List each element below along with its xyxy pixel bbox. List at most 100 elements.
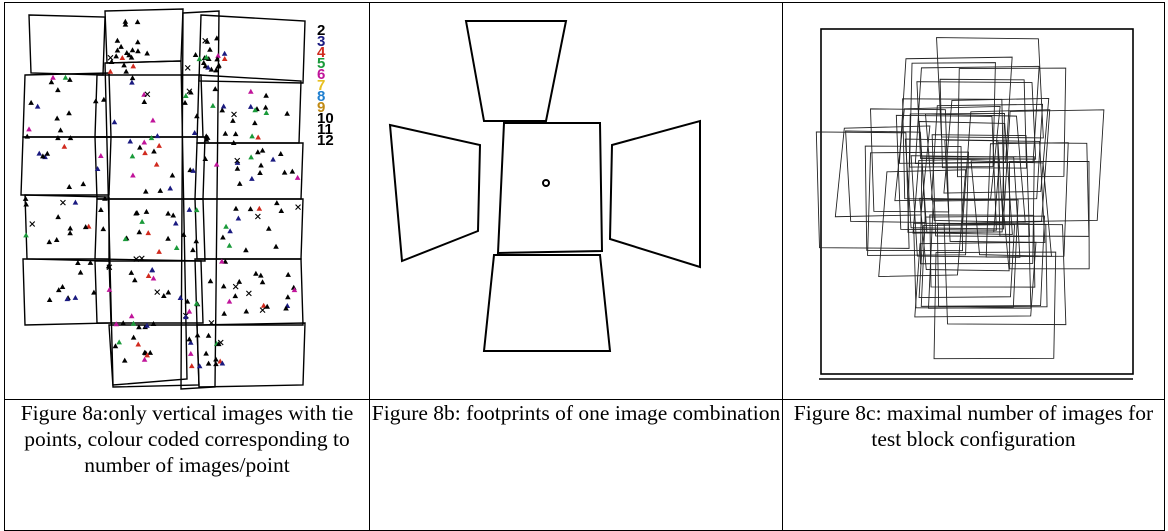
tie-point (150, 275, 157, 281)
tie-point-cross (107, 54, 114, 61)
tie-point (100, 226, 107, 232)
tie-point (253, 270, 259, 276)
tie-point (220, 103, 227, 109)
tie-point (135, 341, 142, 347)
image-footprint (985, 142, 1069, 258)
tie-point (226, 242, 233, 248)
tie-point (23, 201, 29, 207)
image-footprint (198, 14, 306, 84)
tie-point (230, 117, 236, 123)
tie-point (259, 279, 266, 285)
tie-point-cross (254, 213, 261, 220)
tie-point (219, 107, 226, 113)
figure-8c-caption-cell: Figure 8c: maximal number of images for … (782, 399, 1165, 531)
tie-point (289, 168, 296, 174)
tie-point (135, 48, 141, 54)
tie-point (122, 236, 129, 242)
figure-8c-image (815, 28, 1134, 380)
tie-point (129, 79, 135, 85)
tie-point (186, 206, 193, 212)
tie-point (247, 206, 254, 212)
tie-point (121, 62, 127, 68)
tie-point-cross (234, 157, 241, 164)
tie-point (102, 195, 108, 201)
tie-point (188, 363, 195, 369)
block-frame (820, 28, 1134, 375)
tie-point (122, 18, 129, 24)
legend-label: 7 (317, 77, 325, 94)
tie-point (94, 165, 101, 171)
legend-label: 2 (317, 22, 325, 39)
tie-point (263, 109, 270, 115)
footprint-top (464, 20, 568, 122)
legend-label: 9 (317, 99, 325, 116)
tie-point (141, 349, 148, 355)
tie-point (165, 210, 171, 216)
tie-point (55, 287, 62, 293)
tie-point (259, 147, 266, 153)
tie-point-cross (259, 307, 266, 314)
tie-point (137, 144, 143, 150)
tie-point (205, 55, 212, 61)
tie-point (113, 321, 120, 327)
tie-point (213, 161, 220, 167)
tie-point-cross (138, 255, 145, 262)
tie-point (200, 60, 207, 66)
tie-point (123, 68, 129, 74)
tie-point (67, 135, 74, 141)
tie-point (226, 298, 233, 304)
tie-point (236, 278, 243, 284)
figure-8c-panel (782, 2, 1165, 400)
tie-point (167, 185, 174, 191)
tie-point (23, 232, 29, 238)
tie-point (186, 336, 193, 342)
tie-point (190, 167, 196, 173)
tie-point (141, 139, 148, 145)
tie-point (220, 234, 226, 240)
tie-point (216, 62, 222, 68)
tie-point (221, 310, 227, 316)
image-footprint (928, 199, 1019, 309)
center-point (542, 179, 550, 187)
tie-point (77, 269, 84, 275)
tie-point-cross (245, 290, 252, 297)
image-footprint (196, 74, 302, 144)
tie-point (22, 195, 29, 201)
tie-point (222, 130, 229, 136)
tie-point (194, 113, 200, 119)
tie-point (127, 138, 134, 144)
tie-point (247, 103, 254, 109)
tie-point (59, 283, 66, 289)
tie-point (122, 21, 129, 27)
tie-point (136, 324, 142, 330)
image-footprint (194, 258, 304, 326)
tie-point (156, 248, 162, 254)
tie-point (215, 52, 221, 58)
tie-point (40, 153, 46, 159)
tie-point (44, 150, 51, 156)
tie-point (72, 199, 79, 205)
tie-point (142, 150, 148, 156)
figure-8b-panel (369, 2, 783, 400)
tie-point (144, 352, 151, 358)
tie-point (165, 235, 171, 241)
tie-point (134, 39, 141, 45)
tie-point (214, 56, 220, 62)
tie-point (108, 59, 115, 65)
footprint-left (388, 123, 482, 263)
tie-point (278, 208, 285, 214)
tie-point (243, 247, 249, 253)
tie-point (249, 175, 255, 181)
image-footprint (878, 169, 967, 278)
legend-label: 11 (317, 121, 333, 138)
tie-point (129, 153, 136, 159)
tie-point (170, 212, 177, 218)
tie-point (72, 294, 79, 300)
tie-point (130, 334, 137, 340)
tie-point (92, 98, 99, 104)
tie-point (248, 88, 254, 94)
tie-point (126, 52, 132, 58)
tie-point (55, 87, 61, 93)
tie-point (213, 361, 219, 367)
